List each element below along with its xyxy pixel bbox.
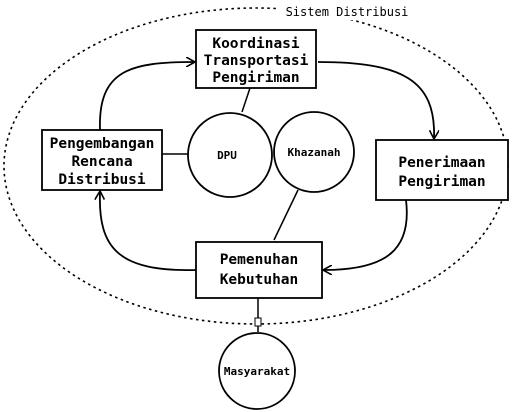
flow-penerimaan-to-pemenuhan — [324, 199, 408, 270]
flow-koordinasi-to-penerimaan — [317, 61, 434, 138]
boundary-label: Sistem Distribusi — [286, 5, 409, 19]
process-koordinasi-line-3: Pengiriman — [212, 70, 299, 86]
entity-khazanah[interactable]: Khazanah — [273, 111, 355, 193]
link-dpu-koordinasi — [241, 87, 251, 113]
flow-pengembangan-to-koordinasi — [99, 62, 194, 131]
process-penerimaan-line-2: Pengiriman — [398, 174, 485, 190]
entity-khazanah-label: Khazanah — [288, 146, 341, 159]
process-penerimaan-line-1: Penerimaan — [398, 155, 485, 171]
process-koordinasi-line-1: Koordinasi — [212, 36, 300, 52]
process-pengembangan[interactable]: Pengembangan Rencana Distribusi — [41, 129, 163, 191]
boundary-crossing-mark — [254, 317, 262, 327]
process-koordinasi-line-2: Transportasi — [204, 53, 309, 69]
flow-pemenuhan-to-pengembangan — [100, 192, 197, 271]
process-pemenuhan-line-2: Kebutuhan — [220, 272, 299, 288]
process-pengembangan-line-2: Rencana — [71, 154, 132, 170]
process-penerimaan[interactable]: Penerimaan Pengiriman — [375, 139, 509, 201]
entity-dpu[interactable]: DPU — [187, 112, 273, 198]
process-pemenuhan[interactable]: Pemenuhan Kebutuhan — [195, 241, 323, 299]
process-pemenuhan-line-1: Pemenuhan — [220, 252, 299, 268]
process-pengembangan-line-3: Distribusi — [58, 172, 146, 188]
entity-masyarakat-label: Masyarakat — [224, 365, 290, 378]
entity-masyarakat[interactable]: Masyarakat — [218, 332, 296, 410]
process-pengembangan-line-1: Pengembangan — [50, 136, 155, 152]
process-koordinasi[interactable]: Koordinasi Transportasi Pengiriman — [195, 29, 317, 89]
boundary-label-bg — [278, 4, 418, 20]
entity-dpu-label: DPU — [217, 149, 237, 162]
link-khazanah-pemenuhan — [273, 189, 299, 241]
